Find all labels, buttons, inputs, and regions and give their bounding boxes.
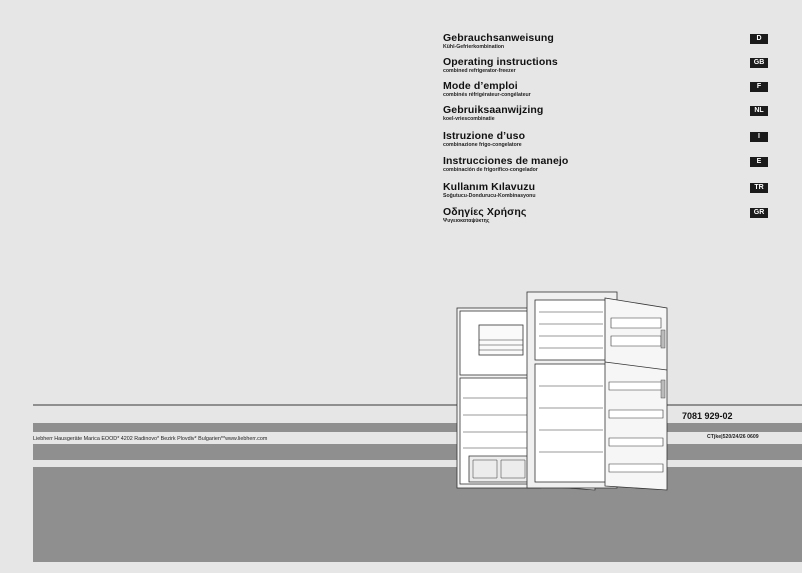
language-title: Mode d’emploi [443,80,518,92]
language-code-badge: F [750,82,768,92]
fridge-freezer-illustration [456,291,668,491]
language-subtitle: koel-vriescombinatie [443,116,495,122]
language-title: Οδηγίες Χρήσης [443,206,527,218]
grey-band [33,444,802,460]
language-subtitle: combinación de frigorífico-congelador [443,167,538,173]
language-subtitle: combinazione frigo-congelatore [443,142,522,148]
language-subtitle: Ψυγειοκαταψύκτης [443,218,490,224]
language-title: Gebruiksaanwijzing [443,104,544,116]
language-code-badge: E [750,157,768,167]
language-title: Kullanım Kılavuzu [443,181,536,193]
language-title: Istruzione d’uso [443,130,526,142]
language-code-badge: I [750,132,768,142]
language-subtitle: Kühl-Gefrierkombination [443,44,505,50]
language-subtitle: combinés réfrigérateur-congélateur [443,92,531,98]
grey-block [33,467,802,562]
language-title: Gebrauchsanweisung [443,32,554,44]
language-entry-nl: Gebruiksaanwijzing koel-vriescombinatie … [443,104,773,126]
language-title: Instrucciones de manejo [443,155,569,167]
language-entry-i: Istruzione d’uso combinazione frigo-cong… [443,130,773,152]
divider-line [33,404,802,406]
language-code-badge: D [750,34,768,44]
language-entry-tr: Kullanım Kılavuzu Soğutucu-Dondurucu-Kom… [443,181,773,203]
language-title: Operating instructions [443,56,558,68]
language-code-badge: NL [750,106,768,116]
language-entry-gb: Operating instructions combined refriger… [443,56,773,78]
manufacturer-address: Liebherr Hausgeräte Marica EOOD* 4202 Ra… [33,436,268,442]
document-code: CTjke|520/24/26 0609 [707,434,759,440]
language-entry-gr: Οδηγίες Χρήσης Ψυγειοκαταψύκτης GR [443,206,773,228]
language-subtitle: Soğutucu-Dondurucu-Kombinasyonu [443,193,536,199]
language-entry-f: Mode d’emploi combinés réfrigérateur-con… [443,80,773,102]
language-entry-d: Gebrauchsanweisung Kühl-Gefrierkombinati… [443,32,773,54]
language-subtitle: combined refrigerator-freezer [443,68,516,74]
language-entry-e: Instrucciones de manejo combinación de f… [443,155,773,177]
document-number: 7081 929-02 [682,411,733,421]
language-code-badge: GB [750,58,768,68]
language-code-badge: GR [750,208,768,218]
language-code-badge: TR [750,183,768,193]
grey-band [33,423,802,432]
